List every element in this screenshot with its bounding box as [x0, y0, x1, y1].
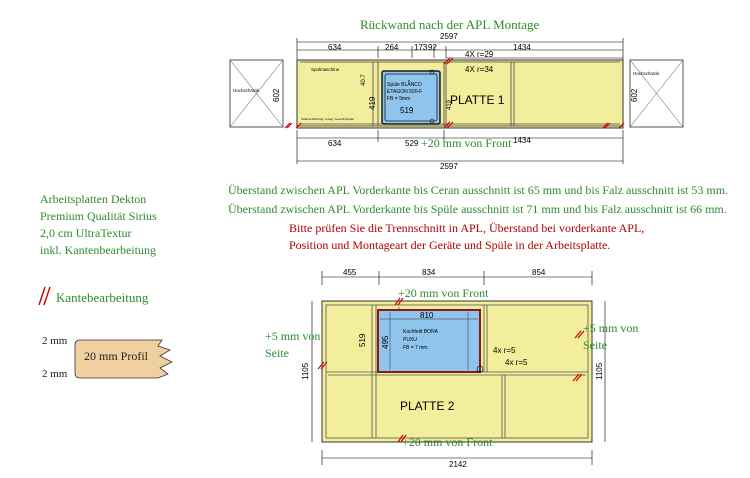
plate2-dim-455: 455: [343, 268, 357, 277]
plate1-title: Rückwand nach der APL Montage: [360, 17, 540, 32]
left-cabinet-label: Hochschrank: [233, 88, 260, 93]
check-line-1: Bitte prüfen Sie die Trennschnitt in APL…: [289, 221, 645, 235]
plate2-radius-2: 4x r=5: [505, 358, 528, 367]
plate1-dim-1434: 1434: [513, 43, 531, 52]
info-line-4: inkl. Kantenbearbeitung: [40, 243, 156, 257]
profile-shape: [74, 339, 173, 379]
sink-depth-right: 419: [447, 99, 453, 110]
plate1-drawing: 2597 634 264 173 92 1434 4X r=29 4X r=34…: [229, 32, 684, 170]
plate1-depth-inner: 40.7: [361, 74, 367, 86]
plate1-radius-34: 4X r=34: [465, 65, 494, 74]
plate1-dishwasher-note: Teilbeschichtung / integr. Geschirrspüle…: [301, 117, 354, 121]
plate1-label: PLATTE 1: [450, 93, 505, 107]
cooktop-depth: 495: [381, 335, 390, 349]
plate2-side-left-2: Seite: [265, 346, 289, 360]
plate2-dim-834: 834: [422, 268, 436, 277]
plate1-depth-left: 602: [272, 88, 281, 102]
plate1-dim-92: 92: [428, 43, 437, 52]
plate1-dim-634: 634: [328, 43, 342, 52]
plate1-total-bottom: 2597: [440, 162, 458, 170]
info-line-1: Arbeitsplatten Dekton: [40, 192, 147, 206]
cooktop-text-3: FB = 7 mm: [403, 345, 428, 351]
plate1-front-label: +20 mm von Front: [421, 136, 512, 150]
plate2-label: PLATTE 2: [400, 399, 455, 413]
right-cabinet-label: Hochschrank: [633, 71, 660, 76]
plate1-dim-264: 264: [385, 43, 399, 52]
plate1-depth-right: 602: [630, 88, 639, 102]
profile-top-label: 2 mm: [42, 335, 68, 347]
sink-width: 519: [400, 106, 414, 115]
sink-depth-left: 419: [368, 96, 377, 110]
cooktop-text-1: Kochfeld BORA: [403, 329, 439, 335]
sink-text-2: ETAGON 500-F: [387, 89, 422, 95]
overhang-line-2: Überstand zwischen APL Vorderkante bis S…: [228, 202, 727, 216]
plate2-front-top: +20 mm von Front: [398, 286, 489, 300]
plate2-depth-right: 1105: [595, 362, 604, 380]
sink-text-1: Spüle BLANCO: [387, 82, 422, 88]
edge-legend-label: Kantebearbeitung: [56, 290, 149, 305]
profile-label: 20 mm Profil: [84, 349, 149, 363]
plate2-side-right-1: +5 mm von: [583, 321, 639, 335]
check-line-2: Position und Montageart der Geräte und S…: [289, 238, 611, 252]
plate2-side-right-2: Seite: [583, 338, 607, 352]
sink-text-3: FB = 9mm: [387, 96, 410, 102]
plate1-dim-bottom-634: 634: [328, 139, 342, 148]
plate2-depth-left: 1105: [301, 362, 310, 380]
profile-bottom-label: 2 mm: [42, 368, 68, 380]
cooktop-text-2: PUXU: [403, 337, 417, 343]
edge-legend-icon: [38, 286, 51, 306]
info-line-2: Premium Qualität Sirius: [40, 209, 157, 223]
info-line-3: 2,0 cm UltraTextur: [40, 226, 132, 240]
plate2-radius-1: 4x r=5: [493, 346, 516, 355]
plate2-total-width: 2142: [449, 460, 467, 469]
cooktop-offset: 519: [358, 333, 367, 347]
cooktop-width: 810: [420, 311, 434, 320]
plate2-side-left-1: +5 mm von: [265, 329, 321, 343]
plate1-dim-bottom-529: 529: [405, 139, 419, 148]
plate1-total-width: 2597: [440, 32, 458, 41]
plate2-dim-854: 854: [532, 268, 546, 277]
plate2-drawing: 455 834 854 2142 810 495 519 1105 1105 K…: [301, 268, 606, 469]
plate1-dishwasher: Spülmaschine: [311, 67, 340, 72]
plate1-dim-bottom-1434: 1434: [513, 136, 531, 145]
plate1-dim-173: 173: [414, 43, 428, 52]
plate1-radius-29: 4X r=29: [465, 50, 494, 59]
overhang-line-1: Überstand zwischen APL Vorderkante bis C…: [228, 183, 729, 197]
plate2-front-bottom: +20 mm von Front: [402, 435, 493, 449]
